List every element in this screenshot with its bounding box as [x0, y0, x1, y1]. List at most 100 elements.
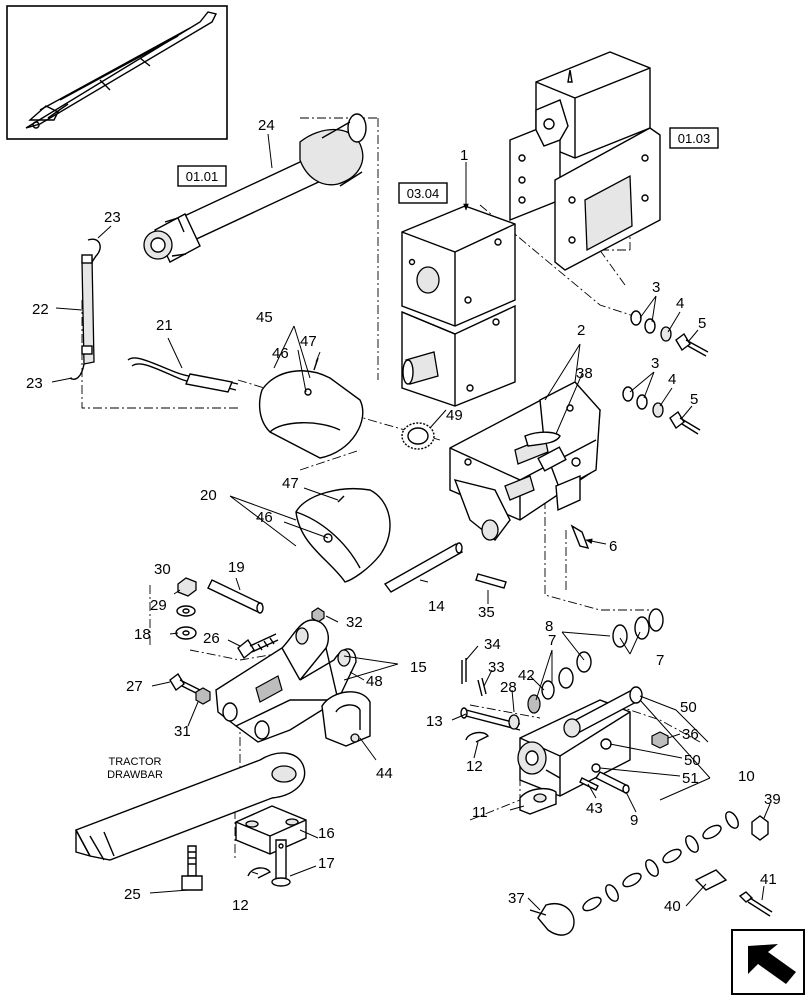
callout-13: 13	[426, 713, 443, 730]
callout-45: 45	[256, 309, 273, 326]
machine-overview-thumbnail-icon[interactable]	[6, 5, 228, 140]
bolt-25	[181, 845, 203, 891]
section-ref-0304[interactable]: 03.04	[398, 182, 448, 204]
hitch-clevis	[215, 619, 357, 743]
callout-48: 48	[366, 673, 383, 690]
callout-50: 50	[680, 699, 697, 716]
callout-14: 14	[428, 598, 445, 615]
callout-51: 51	[682, 770, 699, 787]
callout-43: 43	[586, 800, 603, 817]
callout-15: 15	[410, 659, 427, 676]
frame-bracket	[509, 51, 661, 271]
washer-stack-7-8	[508, 608, 664, 730]
callout-3: 3	[652, 279, 660, 296]
callout-33: 33	[488, 659, 505, 676]
pin-17	[271, 839, 291, 887]
callout-46: 46	[256, 509, 273, 526]
callout-5: 5	[690, 391, 698, 408]
callout-29: 29	[150, 597, 167, 614]
bracket-44	[321, 691, 371, 747]
callout-4: 4	[676, 295, 684, 312]
hitch-bracket	[449, 381, 601, 541]
safety-chain	[529, 811, 773, 936]
leader-lines	[51, 133, 771, 911]
callout-35: 35	[478, 604, 495, 621]
section-ref-0103[interactable]: 01.03	[669, 127, 719, 149]
callout-12: 12	[466, 758, 483, 775]
callout-9: 9	[630, 812, 638, 829]
callout-numbers: 1 2 3 3 4 4 5 5 6 7 7 8 9 10 11 12 12 13…	[26, 117, 781, 915]
shield-lower	[295, 488, 391, 583]
callout-23: 23	[104, 209, 121, 226]
callout-50: 50	[684, 752, 701, 769]
shield-support-rod	[127, 357, 239, 393]
hose-clamp	[401, 422, 435, 450]
tractor-drawbar	[75, 752, 306, 861]
callout-46: 46	[272, 345, 289, 362]
pin-clip	[524, 431, 561, 447]
callout-27: 27	[126, 678, 143, 695]
callout-39: 39	[764, 791, 781, 808]
callout-10: 10	[738, 768, 755, 785]
clip-12-upper	[465, 731, 490, 743]
section-ref-label: 01.01	[186, 169, 219, 184]
callout-44: 44	[376, 765, 393, 782]
pin-43	[579, 777, 599, 791]
callout-22: 22	[32, 301, 49, 318]
callout-4: 4	[668, 371, 676, 388]
callout-21: 21	[156, 317, 173, 334]
callout-32: 32	[346, 614, 363, 631]
next-page-arrow-icon[interactable]	[731, 929, 805, 995]
pin-19	[207, 579, 264, 614]
callout-26: 26	[203, 630, 220, 647]
bolt-26	[237, 633, 279, 660]
callout-38: 38	[576, 365, 593, 382]
nut-31	[195, 687, 211, 705]
callout-31: 31	[174, 723, 191, 740]
callout-20: 20	[200, 487, 217, 504]
callout-34: 34	[484, 636, 501, 653]
drawbar-caption-line1: TRACTOR	[109, 756, 162, 768]
section-ref-label: 01.03	[678, 131, 711, 146]
callout-8: 8	[545, 618, 553, 635]
callout-3: 3	[651, 355, 659, 372]
callout-11: 11	[472, 804, 488, 821]
roll-pin-6	[570, 524, 590, 550]
drawbar-caption-line2: DRAWBAR	[107, 769, 163, 781]
callout-25: 25	[124, 886, 141, 903]
callout-7: 7	[656, 652, 664, 669]
callout-28: 28	[500, 679, 517, 696]
callout-16: 16	[318, 825, 335, 842]
pin-14	[383, 542, 464, 593]
nut-36	[651, 731, 669, 749]
callout-2: 2	[577, 322, 585, 339]
callout-17: 17	[318, 855, 335, 872]
callout-47: 47	[282, 475, 299, 492]
bolt-27	[169, 672, 201, 695]
callout-42: 42	[518, 667, 535, 684]
rubber-strap	[69, 238, 101, 380]
callout-5: 5	[698, 315, 706, 332]
callout-49: 49	[446, 407, 463, 424]
callout-1: 1	[460, 147, 468, 164]
shield-upper	[258, 357, 364, 459]
callout-23: 23	[26, 375, 43, 392]
callout-30: 30	[154, 561, 171, 578]
callout-18: 18	[134, 626, 151, 643]
nut-washer-stack	[175, 577, 197, 640]
callout-37: 37	[508, 890, 525, 907]
shear-pin-9	[594, 771, 630, 794]
gearbox	[401, 205, 516, 407]
fastener-set-upper	[622, 310, 709, 435]
nut-32	[311, 607, 325, 623]
callout-12: 12	[232, 897, 249, 914]
swivel-hitch	[517, 686, 643, 797]
pto-driveshaft	[143, 113, 367, 263]
callout-7: 7	[548, 632, 556, 649]
section-ref-label: 03.04	[407, 186, 440, 201]
callout-47: 47	[300, 333, 317, 350]
callout-24: 24	[258, 117, 275, 134]
clip-12-lower	[247, 867, 272, 879]
section-ref-0101[interactable]: 01.01	[177, 165, 227, 187]
